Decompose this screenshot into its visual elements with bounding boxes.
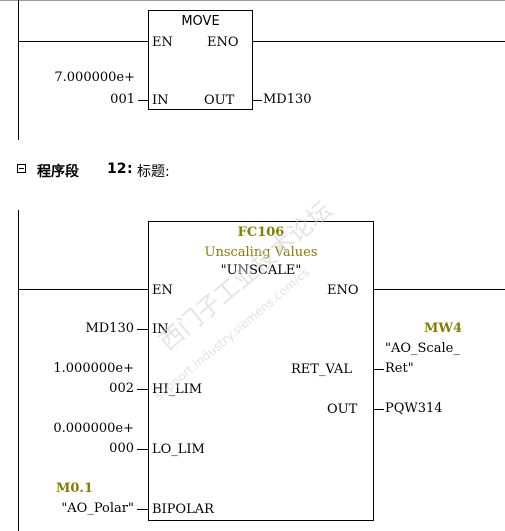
- en-wire: [18, 41, 148, 42]
- pin-en: EN: [152, 35, 173, 50]
- in-operand[interactable]: MD130: [85, 321, 134, 336]
- pin-eno: ENO: [327, 283, 359, 298]
- pin-ret-val: RET_VAL: [291, 362, 352, 377]
- block-symbol: "UNSCALE": [220, 263, 302, 278]
- out-operand[interactable]: MD130: [263, 92, 312, 107]
- move-title: MOVE: [181, 14, 220, 29]
- ret-val-symbol-line2[interactable]: Ret": [385, 361, 414, 376]
- lo-lim-line1[interactable]: 0.000000e+: [53, 421, 134, 436]
- out-wire: [252, 100, 262, 101]
- pin-in: IN: [152, 93, 169, 108]
- move-box[interactable]: MOVE EN ENO IN OUT: [148, 10, 253, 110]
- pin-eno: ENO: [207, 35, 239, 50]
- top-border: [0, 0, 505, 1]
- pin-lo-lim: LO_LIM: [152, 442, 205, 457]
- pin-en: EN: [152, 283, 173, 298]
- bipolar-symbol[interactable]: "AO_Polar": [61, 501, 134, 516]
- block-number: FC106: [237, 225, 285, 240]
- ret-val-address[interactable]: MW4: [424, 321, 463, 336]
- bipolar-address[interactable]: M0.1: [56, 481, 94, 496]
- ret-val-symbol-line1[interactable]: "AO_Scale_: [385, 341, 460, 356]
- ret-val-wire: [373, 369, 384, 370]
- pin-out: OUT: [204, 93, 235, 108]
- pin-hi-lim: HI_LIM: [152, 382, 203, 397]
- in-value-line2[interactable]: 001: [110, 92, 135, 107]
- hi-lim-line2[interactable]: 002: [109, 381, 134, 396]
- pin-in: IN: [152, 322, 169, 337]
- eno-wire: [373, 289, 505, 290]
- in-value-line1[interactable]: 7.000000e+: [54, 70, 135, 85]
- pin-bipolar: BIPOLAR: [152, 502, 214, 517]
- pin-out: OUT: [327, 402, 358, 417]
- lo-lim-wire: [137, 449, 148, 450]
- bipolar-wire: [137, 509, 148, 510]
- power-rail-left: [18, 0, 19, 140]
- en-wire: [18, 289, 149, 290]
- minus-box-icon[interactable]: [17, 164, 26, 173]
- block-comment: Unscaling Values: [204, 245, 318, 260]
- in-wire: [138, 100, 148, 101]
- out-wire: [373, 409, 384, 410]
- hi-lim-wire: [137, 389, 148, 390]
- power-rail-left: [18, 210, 19, 531]
- lo-lim-line2[interactable]: 000: [109, 441, 134, 456]
- network-number: 12: [107, 161, 127, 177]
- in-wire: [137, 329, 148, 330]
- hi-lim-line1[interactable]: 1.000000e+: [53, 361, 134, 376]
- network-label: 程序段: [37, 164, 79, 180]
- network-title[interactable]: 标题:: [137, 164, 170, 180]
- out-operand[interactable]: PQW314: [385, 401, 443, 416]
- eno-wire: [252, 41, 505, 42]
- fc106-box[interactable]: FC106 Unscaling Values "UNSCALE" EN ENO …: [148, 221, 374, 521]
- network-colon: :: [127, 161, 133, 177]
